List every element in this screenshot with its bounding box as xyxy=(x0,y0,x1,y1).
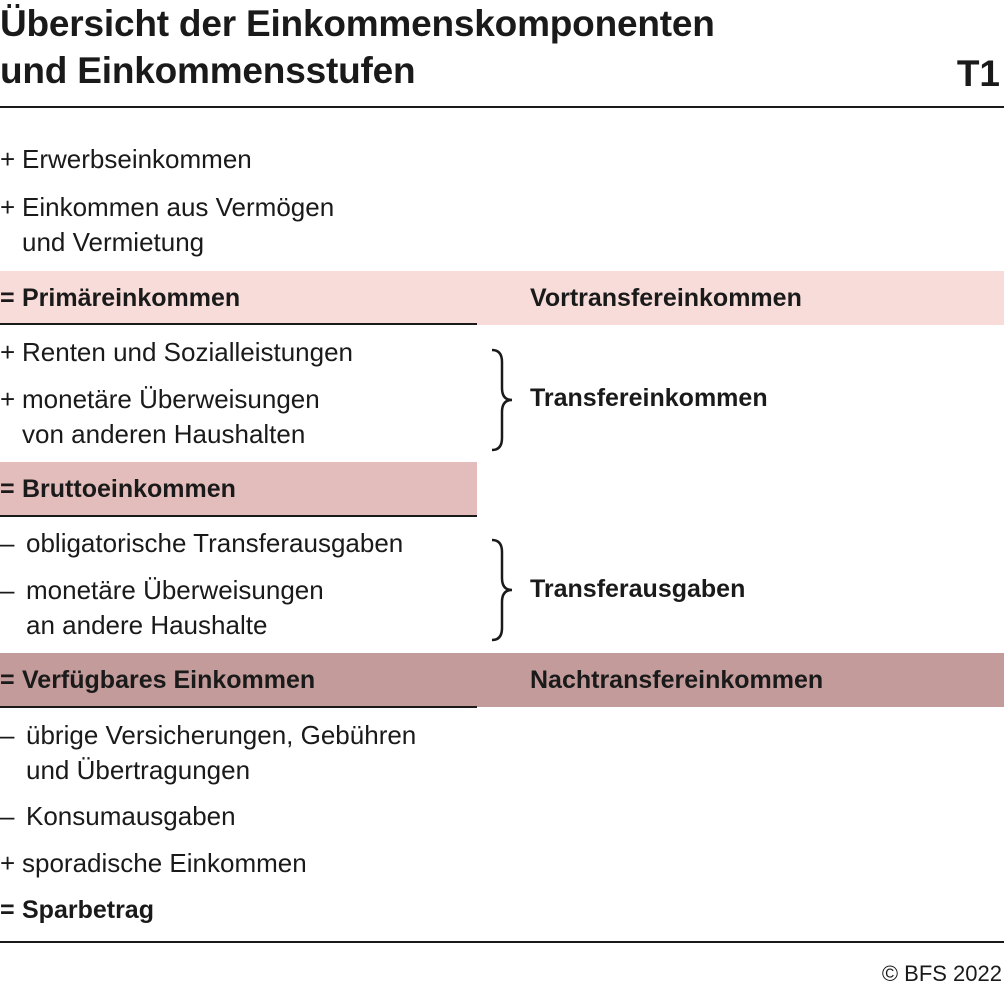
row-text-line1: monetäre Überweisungen xyxy=(26,575,324,605)
row-text: obligatorische Transferausgaben xyxy=(26,528,404,558)
row-text: Erwerbseinkommen xyxy=(22,144,252,174)
row-text-line2: an andere Haushalte xyxy=(26,610,268,640)
sign: – xyxy=(0,720,15,750)
sign: + xyxy=(0,337,16,367)
row-sporadische-einkommen: +sporadische Einkommen xyxy=(0,846,307,881)
row-verfuegbares-einkommen: =Verfügbares Einkommen xyxy=(0,663,315,698)
row-erwerbseinkommen: +Erwerbseinkommen xyxy=(0,142,252,177)
row-renten: +Renten und Sozialleistungen xyxy=(0,335,353,370)
top-rule xyxy=(0,106,1004,108)
label-transferausgaben: Transferausgaben xyxy=(530,575,746,603)
row-text-line2: und Übertragungen xyxy=(26,755,251,785)
row-bruttoeinkommen: =Bruttoeinkommen xyxy=(0,472,236,507)
brace-icon xyxy=(491,348,513,452)
row-text-line1: monetäre Überweisungen xyxy=(22,384,320,414)
copyright: © BFS 2022 xyxy=(881,961,1002,986)
sign: = xyxy=(0,666,15,694)
band-bruttoeinkommen xyxy=(0,462,477,516)
row-text: Bruttoeinkommen xyxy=(22,475,236,503)
rule-after-brutto xyxy=(0,515,477,517)
band-primaereinkommen xyxy=(0,271,1004,325)
sign: + xyxy=(0,144,16,174)
row-text-line1: Einkommen aus Vermögen xyxy=(22,192,335,222)
row-vermoegen: +Einkommen aus Vermögen und Vermietung xyxy=(0,190,334,260)
row-text-line1: übrige Versicherungen, Gebühren xyxy=(26,720,417,750)
label-vortransfereinkommen: Vortransfereinkommen xyxy=(530,284,802,312)
row-primaereinkommen: =Primäreinkommen xyxy=(0,281,240,316)
row-text: Primäreinkommen xyxy=(22,284,241,312)
bottom-rule xyxy=(0,941,1004,943)
row-uebrige-versicherungen: –übrige Versicherungen, Gebühren und Übe… xyxy=(0,718,416,788)
band-verfuegbares-einkommen xyxy=(0,653,1004,707)
row-ueberweisungen-an: –monetäre Überweisungen an andere Hausha… xyxy=(0,573,324,643)
rule-after-verfuegbar xyxy=(0,706,477,708)
page-title: Übersicht der Einkommenskomponenten und … xyxy=(0,0,760,94)
title-line-2: und Einkommensstufen xyxy=(0,50,416,91)
brace-icon xyxy=(491,538,513,642)
label-transfereinkommen: Transfereinkommen xyxy=(530,384,768,412)
row-ueberweisungen-von: +monetäre Überweisungen von anderen Haus… xyxy=(0,382,320,452)
row-text: sporadische Einkommen xyxy=(22,848,307,878)
row-obligatorische-transferausgaben: –obligatorische Transferausgaben xyxy=(0,526,403,561)
sign: = xyxy=(0,896,15,924)
row-text-line2: von anderen Haushalten xyxy=(22,419,306,449)
sign: = xyxy=(0,475,15,503)
sign: – xyxy=(0,575,15,605)
sign: – xyxy=(0,801,15,831)
row-text: Verfügbares Einkommen xyxy=(22,666,316,694)
table-id: T1 xyxy=(956,53,1000,94)
sign: + xyxy=(0,848,16,878)
row-sparbetrag: =Sparbetrag xyxy=(0,893,154,928)
sign: + xyxy=(0,384,16,414)
sign: – xyxy=(0,528,15,558)
title-line-1: Übersicht der Einkommenskomponenten xyxy=(0,3,715,44)
row-text: Konsumausgaben xyxy=(26,801,236,831)
row-text: Sparbetrag xyxy=(22,896,154,924)
row-text-line2: und Vermietung xyxy=(22,227,205,257)
sign: = xyxy=(0,284,15,312)
row-konsumausgaben: –Konsumausgaben xyxy=(0,799,236,834)
label-nachtransfereinkommen: Nachtransfereinkommen xyxy=(530,666,824,694)
rule-after-primaer xyxy=(0,323,477,325)
row-text: Renten und Sozialleistungen xyxy=(22,337,354,367)
sign: + xyxy=(0,192,16,222)
